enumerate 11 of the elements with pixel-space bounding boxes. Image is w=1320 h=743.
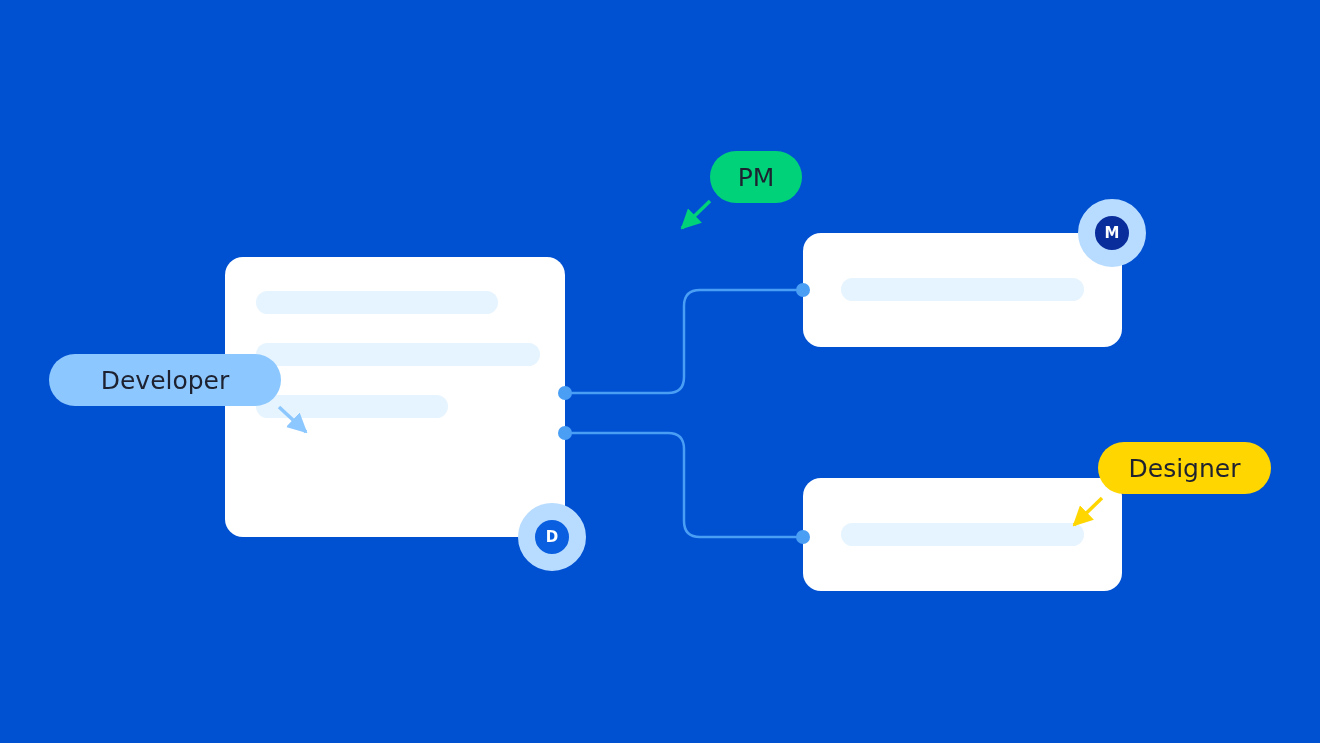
cursor-arrow [1072,496,1104,527]
cursor-label: PM [710,151,802,203]
cursor-label: Developer [49,354,281,406]
avatar: D [518,503,586,571]
cursor-label: Designer [1098,442,1271,494]
connector-line [558,426,810,544]
cursor-arrow [680,199,712,230]
avatar: M [1078,199,1146,267]
card [803,478,1122,591]
connector-line [558,283,810,400]
cursor-arrow [277,405,308,434]
